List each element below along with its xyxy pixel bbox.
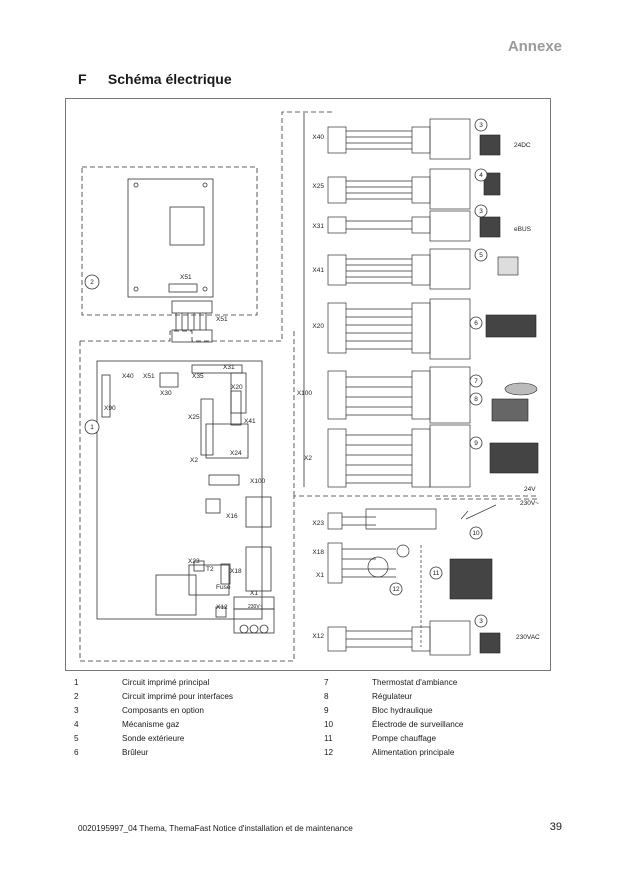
callout-number: 8 [474, 396, 478, 403]
callout-number: 10 [472, 530, 480, 537]
callout-number: 12 [392, 586, 400, 593]
voltage-label: eBUS [514, 226, 532, 233]
callout-number: 1 [90, 424, 94, 431]
optional-module-icon [479, 134, 501, 156]
connector-label: X20 [312, 323, 324, 330]
connector-label: X41 [312, 267, 324, 274]
main-pcb [96, 360, 263, 620]
callout-number: 4 [479, 172, 483, 179]
connector-label: X12 [312, 633, 324, 640]
board-label: X51 [143, 373, 155, 380]
board-label: Fuse [216, 584, 231, 591]
optional-module-icon [479, 216, 501, 238]
gas-valve-icon [483, 172, 501, 196]
header-annexe: Annexe [507, 38, 562, 55]
board-label: X31 [223, 364, 235, 371]
voltage-label: 230V~ [520, 500, 539, 507]
board-label: X16 [226, 513, 238, 520]
controller-icon [491, 398, 529, 422]
connector-label: X31 [312, 223, 324, 230]
voltage-label: 24DC [514, 142, 531, 149]
board-label: X35 [192, 373, 204, 380]
board-label: X51 [180, 274, 192, 281]
board-label: X20 [231, 384, 243, 391]
connector-label: X100 [297, 390, 313, 397]
outdoor-sensor-icon [497, 256, 519, 276]
burner-icon [485, 314, 537, 338]
wiring-diagram-svg: X40 X25 X31 X41 X20 X100 X2 X23 X18 X1 X… [79, 111, 540, 662]
callout-number: 3 [479, 122, 483, 129]
interface-pcb [127, 178, 214, 298]
callout-number: 5 [479, 252, 483, 259]
callout-number: 7 [474, 378, 478, 385]
footer-document-reference: 0020195997_04 Thema, ThemaFast Notice d'… [78, 824, 353, 833]
wiring-diagram: X40 X25 X31 X41 X20 X100 X2 X23 X18 X1 X… [65, 98, 551, 671]
board-label: X25 [188, 414, 200, 421]
callout-number: 6 [474, 320, 478, 327]
hydraulic-block-icon [489, 442, 539, 474]
connector-label: X40 [312, 134, 324, 141]
connector-label: X1 [316, 572, 324, 579]
optional-module-icon [479, 632, 501, 654]
section-letter: F [78, 71, 87, 87]
section-title: Schéma électrique [107, 71, 232, 87]
connector-strips [327, 118, 538, 656]
connector-label: X18 [312, 549, 324, 556]
connector-label: X25 [312, 183, 324, 190]
callout-number: 3 [479, 618, 483, 625]
board-label: X18 [230, 568, 242, 575]
board-label: X51 [216, 316, 228, 323]
voltage-label: 230VAC [516, 634, 540, 641]
interface-board-outline [81, 166, 258, 316]
board-label: X12 [216, 604, 228, 611]
board-label: 230V~ [248, 604, 263, 610]
board-label: X23 [188, 558, 200, 565]
main-board-outline [80, 111, 332, 342]
callout-number: 9 [474, 440, 478, 447]
board-label: X100 [250, 478, 266, 485]
heating-pump-icon [449, 558, 493, 600]
callout-number: 2 [90, 279, 94, 286]
board-label: X24 [230, 450, 242, 457]
connector-label: X23 [312, 520, 324, 527]
board-label: X1 [250, 590, 258, 597]
room-thermostat-icon [504, 382, 538, 396]
board-label: T2 [206, 566, 214, 573]
callout-number: 3 [479, 208, 483, 215]
section-heading: F Schéma électrique [78, 71, 232, 87]
board-label: X90 [104, 405, 116, 412]
board-label: X30 [160, 390, 172, 397]
board-label: X41 [244, 418, 256, 425]
connector-label: X2 [304, 455, 312, 462]
board-label: X40 [122, 373, 134, 380]
voltage-label: 24V [524, 486, 536, 493]
footer-page-number: 39 [549, 821, 562, 833]
callout-number: 11 [433, 570, 440, 577]
board-label: X2 [190, 457, 198, 464]
